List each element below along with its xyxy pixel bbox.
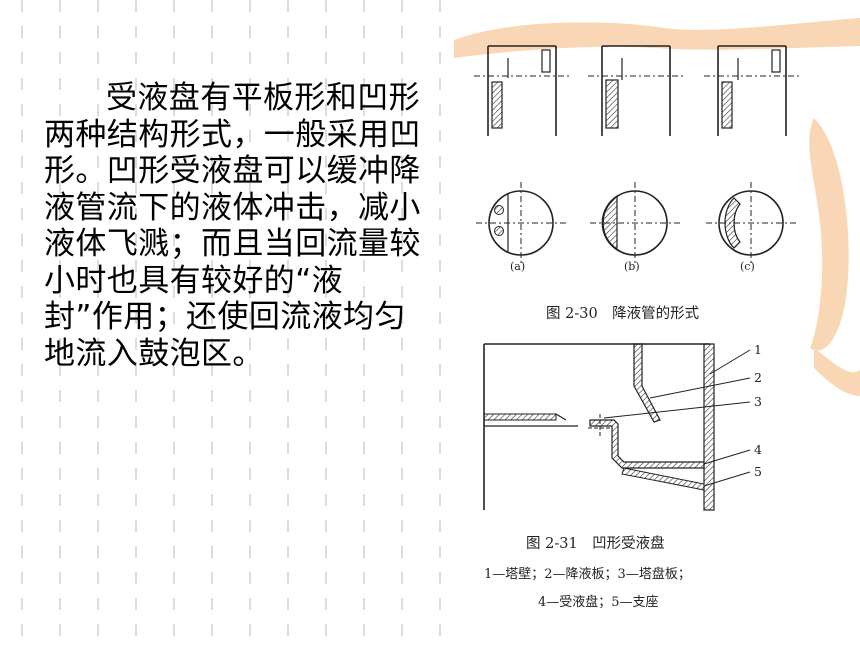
downcomer-plate [633,343,661,423]
fig-2-30-label-c: (c) [740,260,755,273]
downcomer-plan-b [590,182,680,264]
figure-2-31 [483,343,751,511]
callout-1: 1 [754,342,762,357]
figure-drawing: (a) (b) (c) 图 2-30 降液管的形式 [454,18,860,610]
callout-5: 5 [754,464,762,479]
slide-body-text: 受液盘有平板形和凹形两种结构形式，一般采用凹形。凹形受液盘可以缓冲降液管流下的液… [44,80,421,372]
decorative-brush-strokes [454,18,860,396]
fig-2-31-legend-line2: 4—受液盘；5—支座 [538,594,659,610]
downcomer-elevation-c [704,45,800,136]
tray-plate [483,413,557,421]
callout-2: 2 [754,370,762,385]
downcomer-elevation-b [588,45,684,136]
downcomer-elevation-a [474,45,570,136]
fig-2-30-label-b: (b) [624,260,640,273]
downcomer-plan-c [706,182,796,264]
callout-4: 4 [754,442,762,457]
fig-2-31-legend-line1: 1—塔壁；2—降液板；3—塔盘板； [484,566,691,582]
receiving-pan [589,419,705,469]
fig-2-30-label-a: (a) [510,260,525,273]
callout-3: 3 [754,394,762,409]
fig-2-31-caption: 图 2-31 凹形受液盘 [526,534,665,552]
fig-2-30-caption: 图 2-30 降液管的形式 [546,305,700,322]
downcomer-plan-a [476,182,566,264]
tower-wall [703,343,715,511]
figure-panel: (a) (b) (c) 图 2-30 降液管的形式 [454,18,860,628]
figure-2-30 [474,45,800,264]
support [621,467,705,491]
